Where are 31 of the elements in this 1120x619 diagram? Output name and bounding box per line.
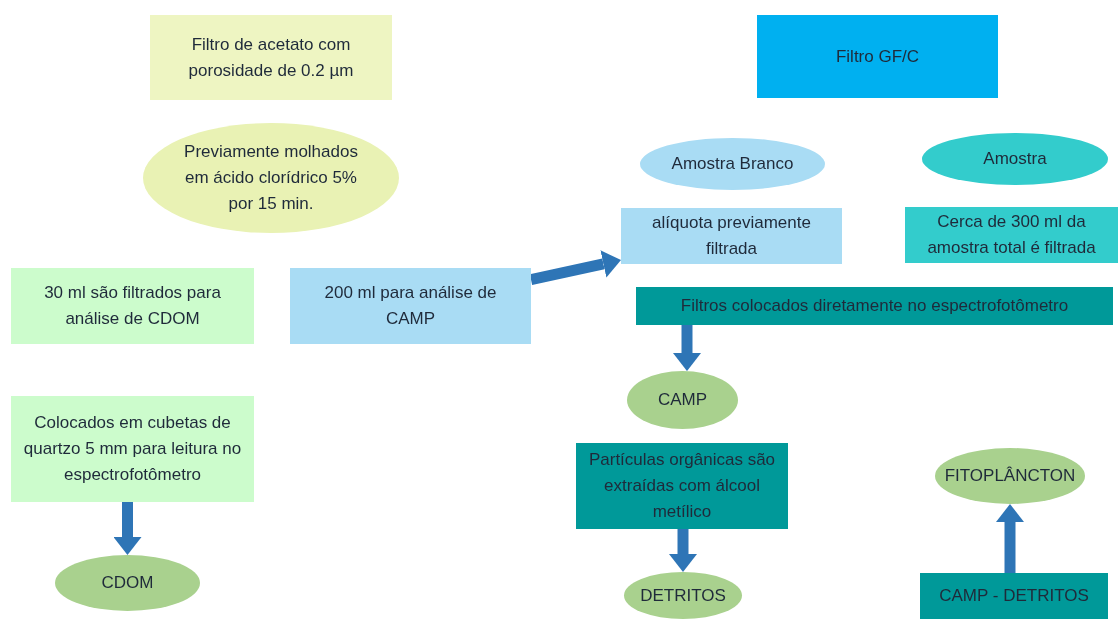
node-text: Previamente molhados em ácido clorídrico 5% por 15 min.	[183, 141, 359, 215]
process-box	[636, 287, 1113, 325]
node-text: Filtro de acetato com porosidade de 0.2 µm	[187, 33, 355, 82]
process-box	[150, 15, 392, 100]
process-box	[11, 396, 254, 502]
node-text: 30 ml são filtrados para análise de CDOM	[43, 282, 222, 330]
arrow	[996, 504, 1024, 573]
process-box	[920, 573, 1108, 619]
node-text: CAMP - DETRITOS	[939, 585, 1089, 607]
arrow	[113, 502, 142, 555]
node-text: 200 ml para análise de CAMP	[323, 282, 498, 330]
process-box	[11, 268, 254, 344]
process-box	[621, 208, 842, 264]
process-box	[905, 207, 1118, 263]
arrow	[669, 529, 697, 572]
node-text: CAMP	[657, 389, 708, 411]
node-text: Filtro GF/C	[835, 45, 920, 68]
node-text: Amostra Branco	[671, 153, 794, 175]
process-box	[290, 268, 531, 344]
process-box	[576, 443, 788, 529]
node-text: Partículas orgânicas são extraídas com álcool metílico	[587, 449, 777, 523]
node-text: Cerca de 300 ml da amostra total é filtrada	[926, 211, 1097, 259]
node-text: Colocados em cubetas de quartzo 5 mm para leitura no espectrofotômetro	[22, 412, 243, 486]
node-text: Amostra	[983, 148, 1047, 170]
node-text: FITOPLÂNCTON	[944, 465, 1076, 487]
node-text: Filtros colocados diretamente no espectrofotômetro	[680, 295, 1069, 317]
node-text: alíquota previamente filtrada	[651, 212, 812, 260]
arrow	[673, 325, 701, 372]
node-text: DETRITOS	[640, 584, 726, 607]
node-text: CDOM	[101, 572, 154, 594]
process-box	[757, 15, 998, 98]
